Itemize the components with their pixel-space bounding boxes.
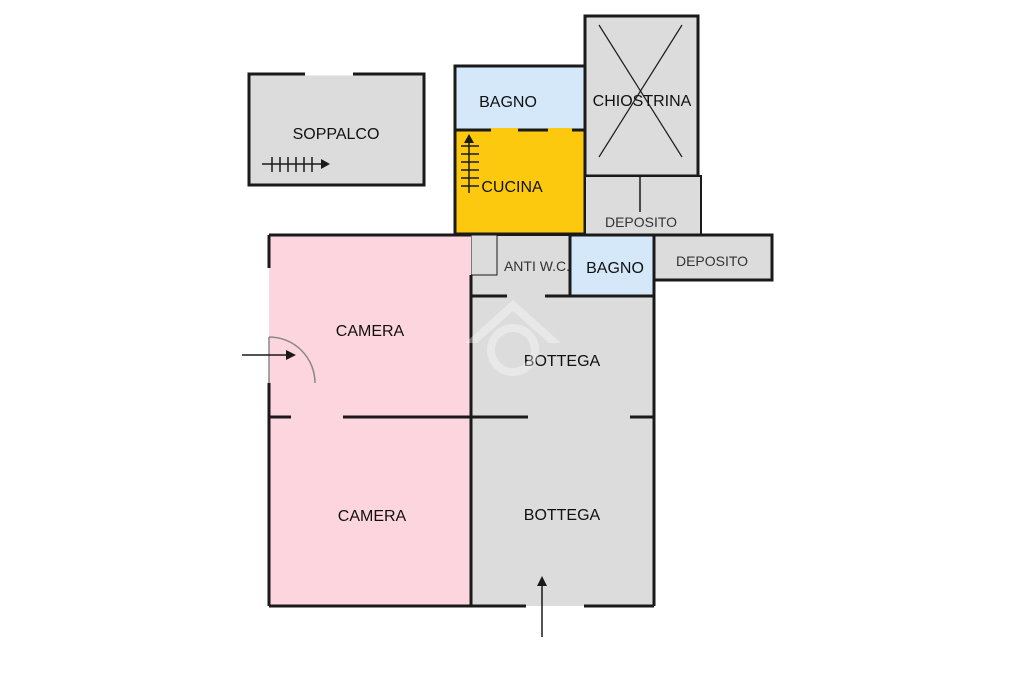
room-label-deposito-1: DEPOSITO [605, 214, 677, 230]
room-bottega-2: BOTTEGA [471, 417, 654, 606]
room-label-bagno-small: BAGNO [586, 260, 644, 277]
room-label-camera-2: CAMERA [338, 508, 407, 525]
stair-icon [262, 157, 330, 172]
room-soppalco: SOPPALCO [247, 72, 426, 187]
room-label-camera-1: CAMERA [336, 323, 405, 340]
room-bottega-1: BOTTEGA [471, 296, 654, 417]
room-label-cucina: CUCINA [481, 179, 543, 196]
room-label-chiostrina: CHIOSTRINA [593, 93, 692, 110]
stair-icon [461, 134, 479, 193]
door-swing [268, 336, 316, 384]
room-bagno-small: BAGNO [568, 233, 656, 298]
room-label-deposito-2: DEPOSITO [676, 253, 748, 269]
room-deposito-1: DEPOSITO [584, 175, 702, 236]
room-cucina: CUCINA [453, 128, 587, 236]
room-chiostrina: CHIOSTRINA [583, 14, 700, 178]
room-deposito-2: DEPOSITO [652, 233, 774, 282]
room-anti-wc: ANTI W.C. [470, 234, 571, 298]
room-camera-2: CAMERA [269, 417, 471, 606]
room-label-anti-wc: ANTI W.C. [504, 258, 570, 274]
entrance-arrow-icon [537, 576, 547, 637]
room-bagno-top: BAGNO [453, 64, 587, 132]
room-label-soppalco: SOPPALCO [293, 126, 380, 143]
room-label-bottega-2: BOTTEGA [524, 507, 601, 524]
room-camera-1: CAMERA [269, 235, 471, 417]
room-label-bagno-top: BAGNO [479, 94, 537, 111]
entrance-arrow-icon [242, 350, 296, 360]
room-label-bottega-1: BOTTEGA [524, 353, 601, 370]
walls [267, 233, 656, 608]
home-logo-icon [465, 300, 561, 376]
